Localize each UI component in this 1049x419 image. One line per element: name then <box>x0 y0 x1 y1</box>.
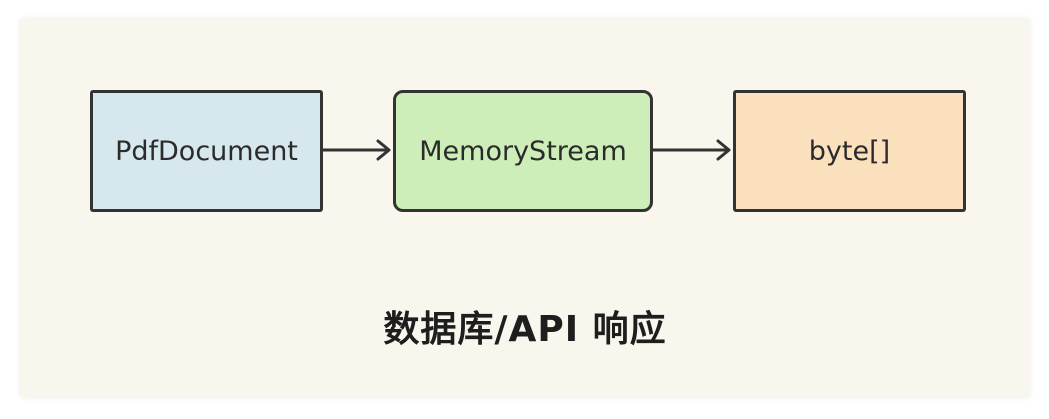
diagram-caption: 数据库/API 响应 <box>383 309 667 350</box>
arrow-pdfdocument-to-memorystream <box>321 139 391 161</box>
byte-array-label: byte[] <box>808 135 891 167</box>
memorystream-box: MemoryStream <box>393 90 653 212</box>
pdfdocument-box: PdfDocument <box>90 90 323 212</box>
byte-array-box: byte[] <box>733 90 966 212</box>
diagram-canvas: PdfDocument MemoryStream byte[] 数据库/API … <box>20 18 1030 398</box>
flow-arrows <box>321 139 731 161</box>
memorystream-label: MemoryStream <box>419 135 627 167</box>
arrow-memorystream-to-byte-array <box>651 139 731 161</box>
pdfdocument-label: PdfDocument <box>115 135 298 167</box>
